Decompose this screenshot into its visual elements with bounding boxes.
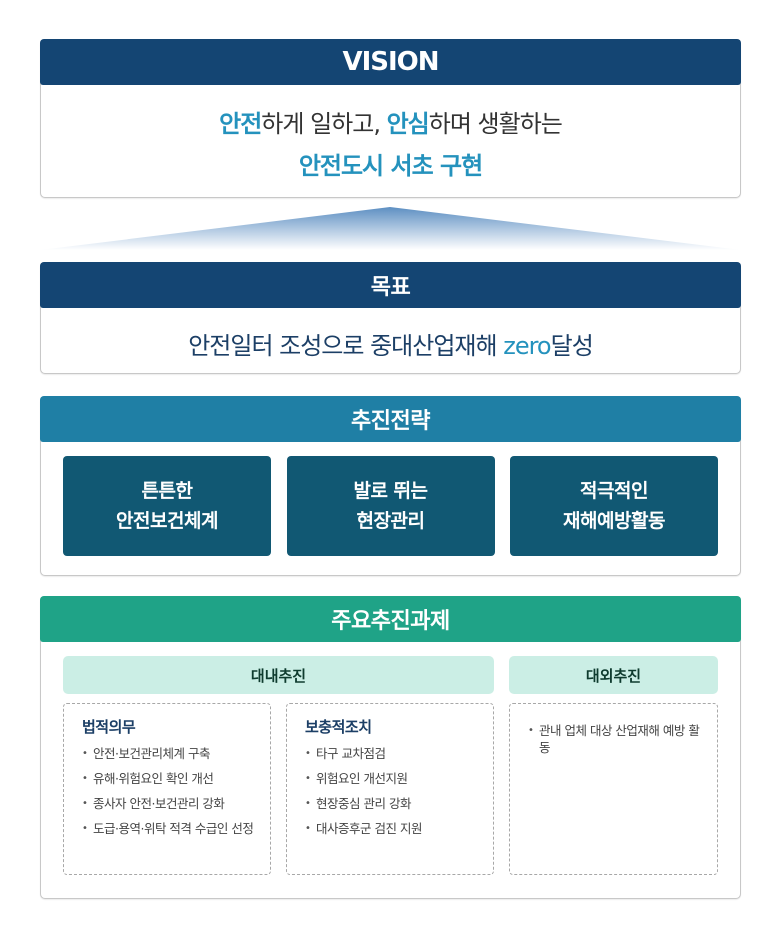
group-title: 보충적조치 — [305, 718, 372, 736]
upward-arrow-icon — [40, 207, 741, 250]
task-group-external: 관내 업체 대상 산업재해 예방 활동 — [509, 703, 718, 875]
list-item: 관내 업체 대상 산업재해 예방 활동 — [528, 722, 707, 756]
task-group-supplementary: 보충적조치 타구 교차점검 위험요인 개선지원 현장중심 관리 강화 대사증후군… — [286, 703, 494, 875]
group-title: 법적의무 — [82, 718, 136, 736]
strategy-card: 적극적인 재해예방활동 — [510, 456, 718, 556]
strategy-cards: 튼튼한 안전보건체계 발로 뛰는 현장관리 적극적인 재해예방활동 — [63, 456, 718, 556]
card-line: 재해예방활동 — [563, 510, 665, 532]
task-list: 안전·보건관리체계 구축 유해·위험요인 확인 개선 종사자 안전·보건관리 강… — [82, 745, 260, 837]
strategy-panel: 추진전략 튼튼한 안전보건체계 발로 뛰는 현장관리 적극적인 재해예방활동 — [40, 396, 741, 576]
list-item: 안전·보건관리체계 구축 — [82, 745, 260, 762]
internal-label: 대내추진 — [63, 656, 494, 694]
task-list: 관내 업체 대상 산업재해 예방 활동 — [528, 722, 707, 756]
list-item: 도급·용역·위탁 적격 수급인 선정 — [82, 820, 260, 837]
tasks-header: 주요추진과제 — [40, 596, 741, 642]
goal-statement: 안전일터 조성으로 중대산업재해 zero달성 — [41, 308, 740, 361]
list-item: 유해·위험요인 확인 개선 — [82, 770, 260, 787]
vision-text: 하며 생활하는 — [428, 110, 563, 138]
list-item: 대사증후군 검진 지원 — [305, 820, 483, 837]
task-group-legal: 법적의무 안전·보건관리체계 구축 유해·위험요인 확인 개선 종사자 안전·보… — [63, 703, 271, 875]
vision-line-2: 안전도시 서초 구현 — [298, 152, 483, 180]
tasks-panel: 주요추진과제 대내추진 대외추진 법적의무 안전·보건관리체계 구축 유해·위험… — [40, 596, 741, 899]
goal-panel: 목표 안전일터 조성으로 중대산업재해 zero달성 — [40, 262, 741, 374]
goal-text: 안전일터 조성으로 중대산업재해 — [188, 332, 504, 360]
vision-header: VISION — [40, 39, 741, 85]
vision-statement: 안전하게 일하고, 안심하며 생활하는 안전도시 서초 구현 — [41, 85, 740, 187]
list-item: 타구 교차점검 — [305, 745, 483, 762]
card-line: 안전보건체계 — [116, 510, 218, 532]
strategy-card: 튼튼한 안전보건체계 — [63, 456, 271, 556]
goal-header: 목표 — [40, 262, 741, 308]
strategy-card: 발로 뛰는 현장관리 — [286, 456, 495, 556]
list-item: 위험요인 개선지원 — [305, 770, 483, 787]
strategy-header: 추진전략 — [40, 396, 741, 442]
vision-keyword: 안심 — [386, 110, 430, 138]
goal-text: 달성 — [550, 332, 594, 360]
card-line: 적극적인 — [580, 480, 648, 502]
task-list: 타구 교차점검 위험요인 개선지원 현장중심 관리 강화 대사증후군 검진 지원 — [305, 745, 483, 837]
card-line: 발로 뛰는 — [353, 480, 428, 502]
list-item: 현장중심 관리 강화 — [305, 795, 483, 812]
vision-panel: VISION 안전하게 일하고, 안심하며 생활하는 안전도시 서초 구현 — [40, 39, 741, 198]
card-line: 현장관리 — [356, 510, 425, 532]
vision-line-1: 안전하게 일하고, 안심하며 생활하는 — [41, 103, 740, 145]
card-line: 튼튼한 — [141, 480, 193, 502]
vision-text: 하게 일하고, — [261, 110, 387, 138]
goal-highlight: zero — [503, 332, 551, 360]
list-item: 종사자 안전·보건관리 강화 — [82, 795, 260, 812]
vision-keyword: 안전 — [219, 110, 262, 138]
external-label: 대외추진 — [509, 656, 718, 694]
